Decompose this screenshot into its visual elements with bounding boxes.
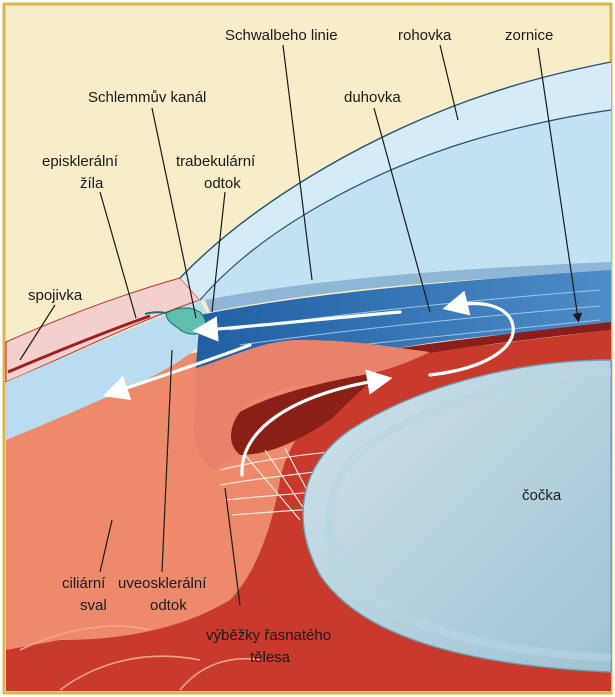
label-iris: duhovka	[344, 89, 401, 106]
label-ciliary-processes-line1: výběžky řasnatého	[206, 627, 331, 644]
label-uveoscleral-line2: odtok	[150, 597, 187, 614]
label-schwalbe-line: Schwalbeho linie	[225, 27, 338, 44]
label-trabecular-line2: odtok	[204, 175, 241, 192]
label-ciliary-muscle-line2: sval	[80, 597, 107, 614]
label-ciliary-processes-line2: tělesa	[250, 649, 291, 666]
label-cornea: rohovka	[398, 27, 452, 44]
label-pupil: zornice	[505, 27, 553, 44]
label-schlemm-canal: Schlemmův kanál	[88, 89, 206, 106]
label-trabecular-line1: trabekulární	[176, 153, 256, 170]
label-lens: čočka	[522, 487, 562, 504]
label-episcleral-line2: žíla	[80, 175, 104, 192]
label-episcleral-line1: episklerální	[42, 153, 119, 170]
label-ciliary-muscle-line1: ciliární	[62, 575, 106, 592]
label-conjunctiva: spojivka	[28, 287, 83, 304]
label-uveoscleral-line1: uveosklerální	[118, 575, 207, 592]
